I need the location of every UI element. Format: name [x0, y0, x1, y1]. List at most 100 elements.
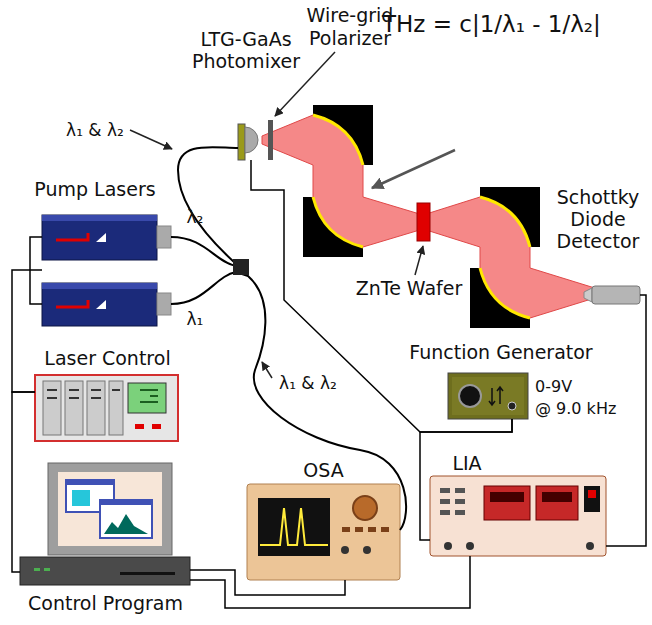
- schottky-detector: [584, 286, 640, 304]
- computer: [20, 463, 190, 585]
- osa-unit: [368, 527, 376, 532]
- function-generator-unit: [508, 402, 516, 410]
- pump-laser: [42, 283, 157, 289]
- part-label: @ 9.0 kHz: [535, 399, 635, 418]
- lia-unit: [484, 486, 530, 520]
- device-heading: OSA: [247, 459, 400, 481]
- computer: [34, 568, 40, 571]
- laser-control-unit: [128, 383, 166, 413]
- leader-line: [262, 362, 272, 378]
- signal-wire: [606, 295, 646, 546]
- lia-unit: [490, 492, 524, 502]
- lia-unit: [440, 499, 450, 504]
- mirror-face: [480, 268, 530, 318]
- pump-laser: [42, 283, 157, 326]
- function-generator: Function Generator: [448, 373, 528, 419]
- computer: [44, 568, 50, 571]
- photomixer: LTG-GaAs Photomixer: [238, 124, 264, 160]
- parabolic-mirror: [303, 105, 540, 328]
- part-label: λ₁: [180, 309, 210, 329]
- optical-fiber: [171, 147, 238, 266]
- device-heading: Function Generator: [390, 341, 612, 363]
- computer: [104, 514, 148, 534]
- lia-unit: [430, 476, 606, 556]
- leader-line: [130, 130, 172, 149]
- optical-fiber: [171, 272, 406, 530]
- leader-line: [372, 150, 455, 188]
- laser-control-unit: [152, 424, 161, 429]
- osa-unit: [341, 546, 349, 554]
- control-computer: Control Program: [20, 463, 190, 585]
- signal-wire: [251, 160, 512, 432]
- laser-control-unit: [35, 375, 178, 441]
- schottky-detector: [592, 286, 640, 304]
- lia-unit: [584, 486, 600, 512]
- pump-laser: [96, 300, 106, 309]
- pump-laser: [42, 215, 171, 260]
- osa-unit: [260, 508, 328, 545]
- device-heading: Control Program: [8, 592, 203, 614]
- function-generator-unit: [489, 387, 503, 405]
- leader-line: [415, 246, 423, 275]
- pump-laser: [56, 300, 88, 307]
- osa-unit: [355, 527, 363, 532]
- computer: [58, 472, 162, 546]
- pump-laser: [42, 215, 157, 221]
- schottky-detector: [584, 288, 592, 302]
- osa-unit: [353, 496, 377, 520]
- pump-laser: [157, 226, 171, 248]
- lia-unit: [455, 510, 465, 515]
- function-generator-unit: [448, 373, 528, 419]
- signal-wire: [12, 270, 42, 392]
- detector: Schottky Diode Detector: [592, 286, 640, 304]
- computer: [100, 500, 152, 505]
- signal-wire: [190, 556, 470, 608]
- lia-unit: [455, 499, 465, 504]
- pump-laser: [56, 233, 88, 240]
- lia-unit: [542, 492, 572, 502]
- lia-unit: [440, 510, 450, 515]
- znte-wafer: [417, 203, 430, 241]
- laser-control-unit: [140, 390, 158, 402]
- mirror-face: [313, 197, 363, 247]
- signal-wire: [12, 392, 35, 572]
- computer: [66, 480, 114, 485]
- computer: [100, 500, 152, 538]
- osa-unit: [363, 546, 371, 554]
- osa: OSA: [247, 484, 400, 580]
- device-heading: Pump Lasers: [20, 178, 170, 200]
- function-generator-unit: [452, 377, 524, 415]
- fiber-coupler: [233, 259, 249, 275]
- osa-unit: [342, 527, 350, 532]
- lia-unit: [430, 476, 606, 556]
- mirror-body: [480, 187, 540, 247]
- lia-unit: [586, 542, 594, 550]
- mirror-body: [313, 105, 373, 165]
- mirror-body: [303, 197, 363, 257]
- mirror-face: [480, 197, 530, 247]
- device-heading: LIA: [417, 452, 517, 474]
- signal-wire: [190, 570, 345, 595]
- part-label: λ₁ & λ₂: [55, 120, 135, 140]
- thz-beam: [262, 115, 598, 318]
- wire-grid-polarizer: [268, 120, 273, 160]
- photomixer: [245, 127, 258, 153]
- part-label: λ₁ & λ₂: [268, 373, 348, 393]
- mirror-body: [470, 268, 530, 328]
- osa-unit: [258, 498, 330, 556]
- lia-unit: [536, 486, 578, 520]
- laser-control-unit: [135, 424, 144, 429]
- function-generator-unit: [459, 385, 481, 407]
- part-label: 0-9V: [535, 377, 615, 396]
- laser-group: Pump Lasers: [42, 215, 171, 326]
- laser-control-unit: [35, 375, 178, 441]
- device-heading: LTG-GaAs Photomixer: [190, 28, 302, 72]
- laser-control-unit: [47, 390, 120, 398]
- lia-unit: [455, 488, 465, 493]
- osa-unit: [247, 484, 400, 580]
- part-label: λ₂: [180, 207, 210, 227]
- device-heading: Schottky Diode Detector: [548, 186, 648, 252]
